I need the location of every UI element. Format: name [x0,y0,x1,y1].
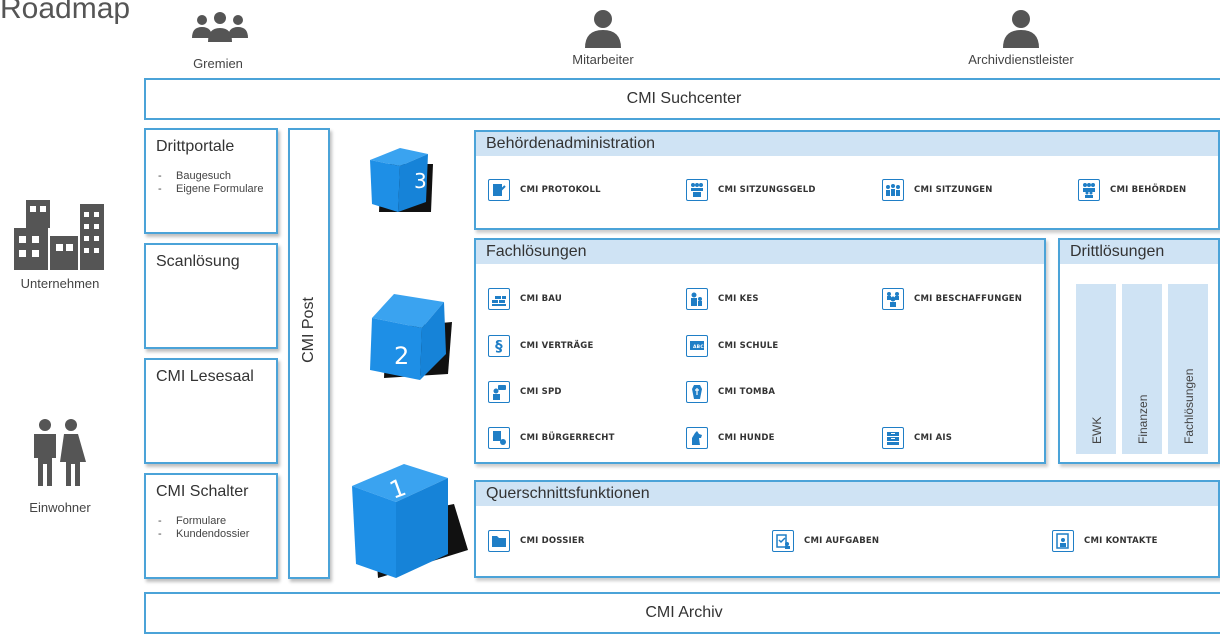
module-label: CMI PROTOKOLL [520,185,601,195]
people-money-icon [686,179,708,201]
lesesaal-title: CMI Lesesaal [156,368,254,385]
module-spd[interactable]: CMI SPD [488,381,562,403]
person-icon [1001,8,1041,53]
meeting-icon [882,179,904,201]
module-hunde[interactable]: CMI HUNDE [686,427,775,449]
module-label: CMI SITZUNGEN [914,185,993,195]
contact-book-icon [1052,530,1074,552]
module-ais[interactable]: CMI AIS [882,427,952,449]
actor-gremien: Gremien [193,56,243,71]
bricks-icon [488,288,510,310]
module-label: CMI SITZUNGSGELD [718,185,816,195]
module-dossier[interactable]: CMI DOSSIER [488,530,585,552]
family-icon [686,288,708,310]
drittportale-box[interactable]: Drittportale Baugesuch Eigene Formulare [144,128,278,234]
drittportale-title: Drittportale [156,138,235,155]
list-item: Eigene Formulare [156,183,266,196]
dritt-title: Drittlösungen [1060,240,1218,264]
dritt-column-fachloesungen[interactable]: Fachlösungen [1168,284,1208,454]
module-bau[interactable]: CMI BAU [488,288,562,310]
module-aufgaben[interactable]: CMI AUFGABEN [772,530,879,552]
actor-mitarbeiter: Mitarbeiter [572,52,634,67]
actor-einwohner: Einwohner [29,500,91,515]
module-buergerrecht[interactable]: CMI BÜRGERRECHT [488,427,615,449]
module-label: CMI VERTRÄGE [520,341,594,351]
svg-text:ABC: ABC [693,344,704,350]
module-label: CMI SPD [520,387,562,397]
scanloesung-title: Scanlösung [156,253,240,270]
quer-panel[interactable]: Querschnittsfunktionen [474,480,1220,578]
module-behoerden[interactable]: CMI BEHÖRDEN [1078,179,1186,201]
module-label: CMI BÜRGERRECHT [520,433,615,443]
counseling-icon [488,381,510,403]
cube-2-icon: 2 [362,288,458,389]
cube-3-icon: 3 [362,140,438,221]
module-protokoll[interactable]: CMI PROTOKOLL [488,179,601,201]
module-sitzungsgeld[interactable]: CMI SITZUNGSGELD [686,179,816,201]
cmi-post-label: CMI Post [300,297,317,363]
quer-title: Querschnittsfunktionen [476,482,1218,506]
module-sitzungen[interactable]: CMI SITZUNGEN [882,179,993,201]
module-label: CMI DOSSIER [520,536,585,546]
module-label: CMI KES [718,294,759,304]
list-item: Formulare [156,515,266,528]
couple-icon [28,418,88,493]
fach-title: Fachlösungen [476,240,1044,264]
module-label: CMI AIS [914,433,953,443]
behoerden-title: Behördenadministration [476,132,1218,156]
svg-text:2: 2 [394,342,409,370]
lesesaal-box[interactable]: CMI Lesesaal [144,358,278,464]
page-title: Roadmap [0,0,131,25]
fach-panel[interactable]: Fachlösungen [474,238,1046,464]
module-beschaffungen[interactable]: CMI BESCHAFFUNGEN [882,288,1022,310]
cube-1-icon: 1 [344,460,474,585]
column-label: EWK [1090,416,1104,444]
schalter-title: CMI Schalter [156,483,249,500]
scanloesung-box[interactable]: Scanlösung [144,243,278,349]
column-label: Fachlösungen [1182,368,1196,444]
module-label: CMI AUFGABEN [804,536,880,546]
document-pen-icon [488,179,510,201]
folder-icon [488,530,510,552]
clipboard-icon [772,530,794,552]
coffin-icon [686,381,708,403]
actor-archivdienstleister: Archivdienstleister [968,52,1074,67]
list-item: Kundendossier [156,528,266,541]
cmi-post-box[interactable]: CMI Post [288,128,330,579]
archive-box-icon [882,427,904,449]
person-icon [583,8,623,53]
module-label: CMI BAU [520,294,562,304]
blackboard-icon: ABC [686,335,708,357]
dritt-column-finanzen[interactable]: Finanzen [1122,284,1162,454]
schalter-box[interactable]: CMI Schalter Formulare Kundendossier [144,473,278,579]
suchcenter-bar[interactable]: CMI Suchcenter [144,78,1220,120]
cube-label: 3 [414,169,427,193]
module-label: CMI SCHULE [718,341,779,351]
list-item: Baugesuch [156,170,266,183]
passport-icon [488,427,510,449]
group-icon [190,12,250,51]
module-kontakte[interactable]: CMI KONTAKTE [1052,530,1158,552]
module-label: CMI TOMBA [718,387,776,397]
module-label: CMI KONTAKTE [1084,536,1158,546]
actor-unternehmen: Unternehmen [20,276,100,291]
module-label: CMI BEHÖRDEN [1110,185,1187,195]
buildings-icon [14,196,106,275]
module-schule[interactable]: ABC CMI SCHULE [686,335,778,357]
archiv-bar[interactable]: CMI Archiv [144,592,1220,634]
paragraph-icon: § [488,335,510,357]
module-kes[interactable]: CMI KES [686,288,759,310]
column-label: Finanzen [1136,394,1150,444]
team-icon [882,288,904,310]
module-tomba[interactable]: CMI TOMBA [686,381,775,403]
dog-icon [686,427,708,449]
module-vertraege[interactable]: § CMI VERTRÄGE [488,335,593,357]
module-label: CMI BESCHAFFUNGEN [914,294,1023,304]
dritt-column-ewk[interactable]: EWK [1076,284,1116,454]
module-label: CMI HUNDE [718,433,775,443]
group-icon [1078,179,1100,201]
